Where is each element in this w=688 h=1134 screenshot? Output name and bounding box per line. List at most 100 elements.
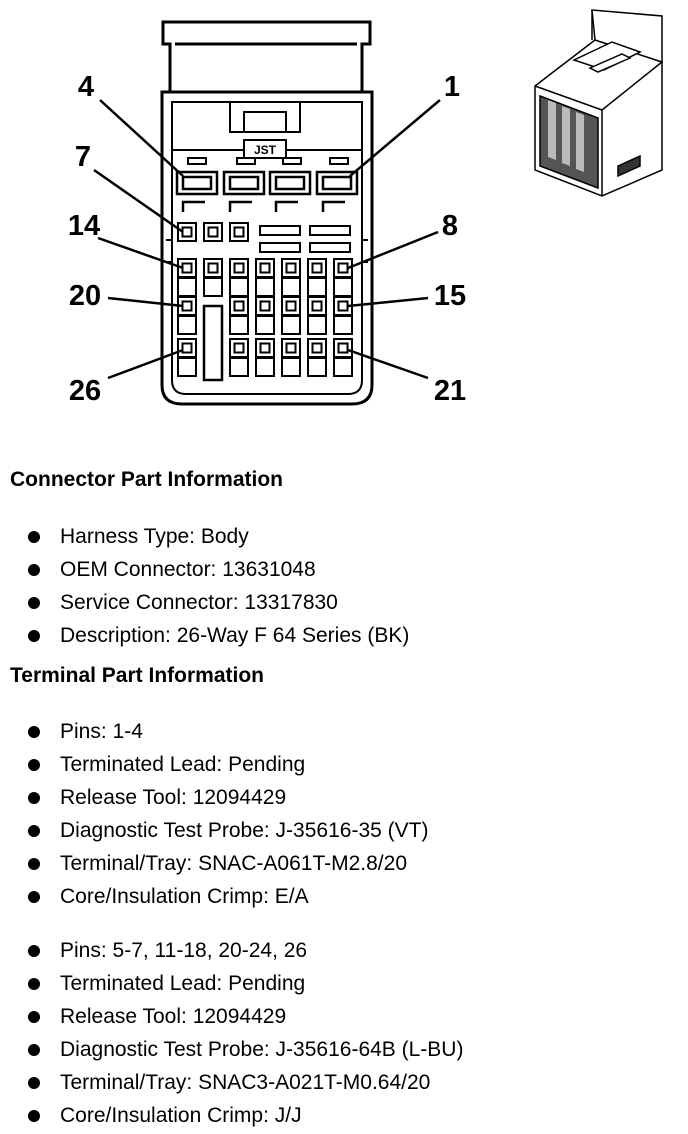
- terminal-cavity: [307, 357, 327, 377]
- terminal-cavity: [177, 222, 197, 242]
- terminal-cavity: [177, 315, 197, 335]
- leader-lines: [93, 99, 441, 380]
- terminal-cavity: [281, 277, 301, 297]
- list-item: Terminal/Tray: SNAC-A061T-M2.8/20: [26, 847, 428, 880]
- terminal-contact: [337, 300, 349, 312]
- connector-info-list: Harness Type: Body OEM Connector: 136310…: [26, 520, 409, 652]
- terminal-cavity: [307, 277, 327, 297]
- terminal-cavity: [229, 357, 249, 377]
- connector-latch: [161, 20, 372, 94]
- terminal-cavity: [281, 258, 301, 278]
- terminal-contact: [181, 342, 193, 354]
- small-cavities: [177, 222, 353, 377]
- terminal-cavity: [229, 222, 249, 242]
- list-item: Release Tool: 12094429: [26, 1000, 463, 1033]
- terminal-contact: [181, 300, 193, 312]
- terminal-contact: [207, 262, 219, 274]
- pin-callout-21: 21: [434, 375, 466, 407]
- terminal-cavity: [229, 277, 249, 297]
- blank-slots: [166, 225, 368, 382]
- list-item: Terminated Lead: Pending: [26, 748, 428, 781]
- connector-3d-thumbnail: [534, 9, 663, 197]
- list-item: Service Connector: 13317830: [26, 586, 409, 619]
- list-item: Core/Insulation Crimp: J/J: [26, 1099, 463, 1132]
- list-item: Description: 26-Way F 64 Series (BK): [26, 619, 409, 652]
- list-item: Release Tool: 12094429: [26, 781, 428, 814]
- terminal-cavity: [255, 357, 275, 377]
- terminal-info-heading: Terminal Part Information: [10, 664, 264, 687]
- list-item: Harness Type: Body: [26, 520, 409, 553]
- terminal-contact: [337, 262, 349, 274]
- large-cavities: [175, 170, 359, 212]
- terminal-contact: [259, 300, 271, 312]
- terminal-cavity: [307, 315, 327, 335]
- list-item: Pins: 1-4: [26, 715, 428, 748]
- terminal-cavity: [307, 296, 327, 316]
- terminal-cavity: [203, 222, 223, 242]
- terminal-cavity: [281, 296, 301, 316]
- list-item: Terminated Lead: Pending: [26, 967, 463, 1000]
- connector-info-heading: Connector Part Information: [10, 468, 284, 491]
- pin-callout-15: 15: [434, 280, 466, 312]
- jst-logo: JST: [243, 139, 287, 159]
- terminal-cavity: [203, 258, 223, 278]
- terminal-contact: [285, 262, 297, 274]
- pin-callout-14: 14: [68, 210, 100, 242]
- terminal-contact: [285, 342, 297, 354]
- terminal-info-list-b: Pins: 5-7, 11-18, 20-24, 26 Terminated L…: [26, 934, 463, 1132]
- terminal-contact: [181, 262, 193, 274]
- terminal-cavity: [281, 357, 301, 377]
- pin-callout-4: 4: [78, 71, 94, 103]
- terminal-cavity: [229, 258, 249, 278]
- terminal-contact: [233, 300, 245, 312]
- pin-callout-26: 26: [69, 375, 101, 407]
- terminal-contact: [259, 262, 271, 274]
- pin-callout-7: 7: [75, 141, 91, 173]
- terminal-cavity: [203, 277, 223, 297]
- list-item: OEM Connector: 13631048: [26, 553, 409, 586]
- terminal-contact: [181, 226, 193, 238]
- svg-text:JST: JST: [254, 143, 277, 157]
- terminal-contact: [233, 262, 245, 274]
- list-item: Pins: 5-7, 11-18, 20-24, 26: [26, 934, 463, 967]
- terminal-cavity: [281, 338, 301, 358]
- terminal-contact: [233, 226, 245, 238]
- terminal-cavity: [255, 315, 275, 335]
- terminal-cavity: [255, 277, 275, 297]
- terminal-cavity: [177, 338, 197, 358]
- pin-callout-1: 1: [444, 71, 460, 103]
- terminal-contact: [233, 342, 245, 354]
- terminal-cavity: [255, 258, 275, 278]
- terminal-cavity: [281, 315, 301, 335]
- terminal-cavity: [255, 338, 275, 358]
- terminal-cavity: [229, 338, 249, 358]
- list-item: Diagnostic Test Probe: J-35616-64B (L-BU…: [26, 1033, 463, 1066]
- pin-callout-8: 8: [442, 210, 458, 242]
- terminal-cavity: [333, 357, 353, 377]
- top-slots: [187, 157, 349, 165]
- terminal-contact: [311, 342, 323, 354]
- terminal-cavity: [333, 277, 353, 297]
- pin-callout-20: 20: [69, 280, 101, 312]
- terminal-contact: [337, 342, 349, 354]
- terminal-contact: [259, 342, 271, 354]
- pin-callouts: 4 1 7 14 8 20 15 26 21: [68, 71, 466, 407]
- connector-face-diagram: JST 4 1 7 14 8 20: [68, 9, 663, 407]
- terminal-info-list-a: Pins: 1-4 Terminated Lead: Pending Relea…: [26, 715, 428, 913]
- terminal-cavity: [229, 315, 249, 335]
- list-item: Diagnostic Test Probe: J-35616-35 (VT): [26, 814, 428, 847]
- terminal-contact: [311, 300, 323, 312]
- terminal-cavity: [333, 315, 353, 335]
- terminal-contact: [207, 226, 219, 238]
- terminal-cavity: [333, 338, 353, 358]
- terminal-cavity: [255, 296, 275, 316]
- terminal-contact: [311, 262, 323, 274]
- terminal-cavity: [307, 338, 327, 358]
- terminal-cavity: [177, 277, 197, 297]
- terminal-cavity: [229, 296, 249, 316]
- terminal-cavity: [307, 258, 327, 278]
- list-item: Core/Insulation Crimp: E/A: [26, 880, 428, 913]
- list-item: Terminal/Tray: SNAC3-A021T-M0.64/20: [26, 1066, 463, 1099]
- terminal-contact: [285, 300, 297, 312]
- terminal-cavity: [177, 357, 197, 377]
